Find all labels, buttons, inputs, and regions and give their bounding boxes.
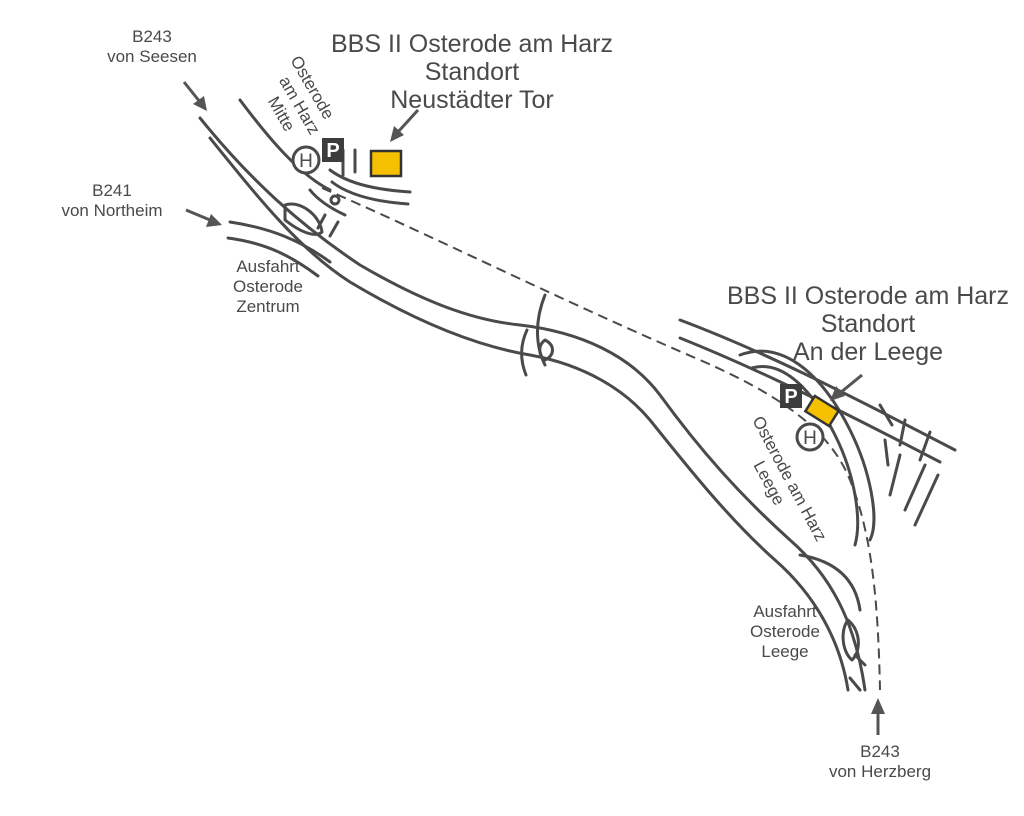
- label-campus-leege: BBS II Osterode am Harz Standort An der …: [727, 282, 1009, 366]
- label-b243-seesen-line1: B243: [132, 27, 172, 46]
- bus-stop-leege-symbol: H: [803, 428, 817, 449]
- label-b241-northeim: B241 von Northeim: [61, 181, 162, 220]
- label-b241-line1: B241: [92, 181, 132, 200]
- label-exit-zentrum-line2: Osterode: [233, 277, 303, 296]
- campus-neustadt-line3: Neustädter Tor: [390, 86, 554, 114]
- exit-zentrum-loop: [283, 202, 324, 236]
- parking-leege: P: [780, 384, 802, 408]
- walking-path: [321, 187, 881, 691]
- campus-leege-line2: Standort: [821, 310, 916, 338]
- town-roads-leege: [678, 318, 957, 547]
- label-exit-zentrum: Ausfahrt Osterode Zentrum: [233, 257, 303, 316]
- arrow-neustadt: [390, 108, 420, 142]
- campus-leege-line3: An der Leege: [793, 338, 943, 366]
- label-campus-neustadt: BBS II Osterode am Harz Standort Neustäd…: [331, 30, 613, 114]
- label-exit-leege-line1: Ausfahrt: [753, 602, 817, 621]
- label-exit-zentrum-line1: Ausfahrt: [236, 257, 300, 276]
- label-b241-line2: von Northeim: [61, 201, 162, 220]
- label-exit-leege-line2: Osterode: [750, 622, 820, 641]
- b241-road: [226, 220, 332, 278]
- label-b243-herzberg: B243 von Herzberg: [829, 742, 931, 781]
- main-road: [198, 116, 867, 692]
- bus-stop-leege: H: [795, 422, 825, 452]
- town-roads-neustadt: [238, 98, 412, 238]
- parking-leege-symbol: P: [784, 386, 797, 408]
- campus-neustadt-line1: BBS II Osterode am Harz: [331, 30, 613, 58]
- campus-leege-line1: BBS II Osterode am Harz: [727, 282, 1009, 310]
- label-exit-leege: Ausfahrt Osterode Leege: [750, 602, 820, 661]
- label-b243-herzberg-line2: von Herzberg: [829, 762, 931, 781]
- junction-middle: [520, 293, 554, 377]
- label-b243-herzberg-line1: B243: [860, 742, 900, 761]
- label-b243-seesen-line2: von Seesen: [107, 47, 197, 66]
- bus-stop-mitte: H: [291, 145, 321, 175]
- parking-neustadt-symbol: P: [326, 140, 339, 162]
- campus-neustadt-line2: Standort: [425, 58, 520, 86]
- arrow-herzberg: [871, 698, 885, 735]
- parking-neustadt: P: [322, 138, 344, 162]
- exit-leege-loop: [798, 553, 867, 692]
- arrow-northeim: [185, 208, 222, 227]
- bus-stop-mitte-symbol: H: [299, 151, 313, 172]
- building-neustadt: [369, 149, 403, 178]
- arrow-leege: [830, 373, 863, 401]
- label-exit-zentrum-line3: Zentrum: [236, 297, 299, 316]
- label-b243-seesen: B243 von Seesen: [107, 27, 197, 66]
- building-leege: [803, 394, 841, 428]
- label-exit-leege-line3: Leege: [761, 642, 808, 661]
- arrow-seesen: [182, 81, 207, 111]
